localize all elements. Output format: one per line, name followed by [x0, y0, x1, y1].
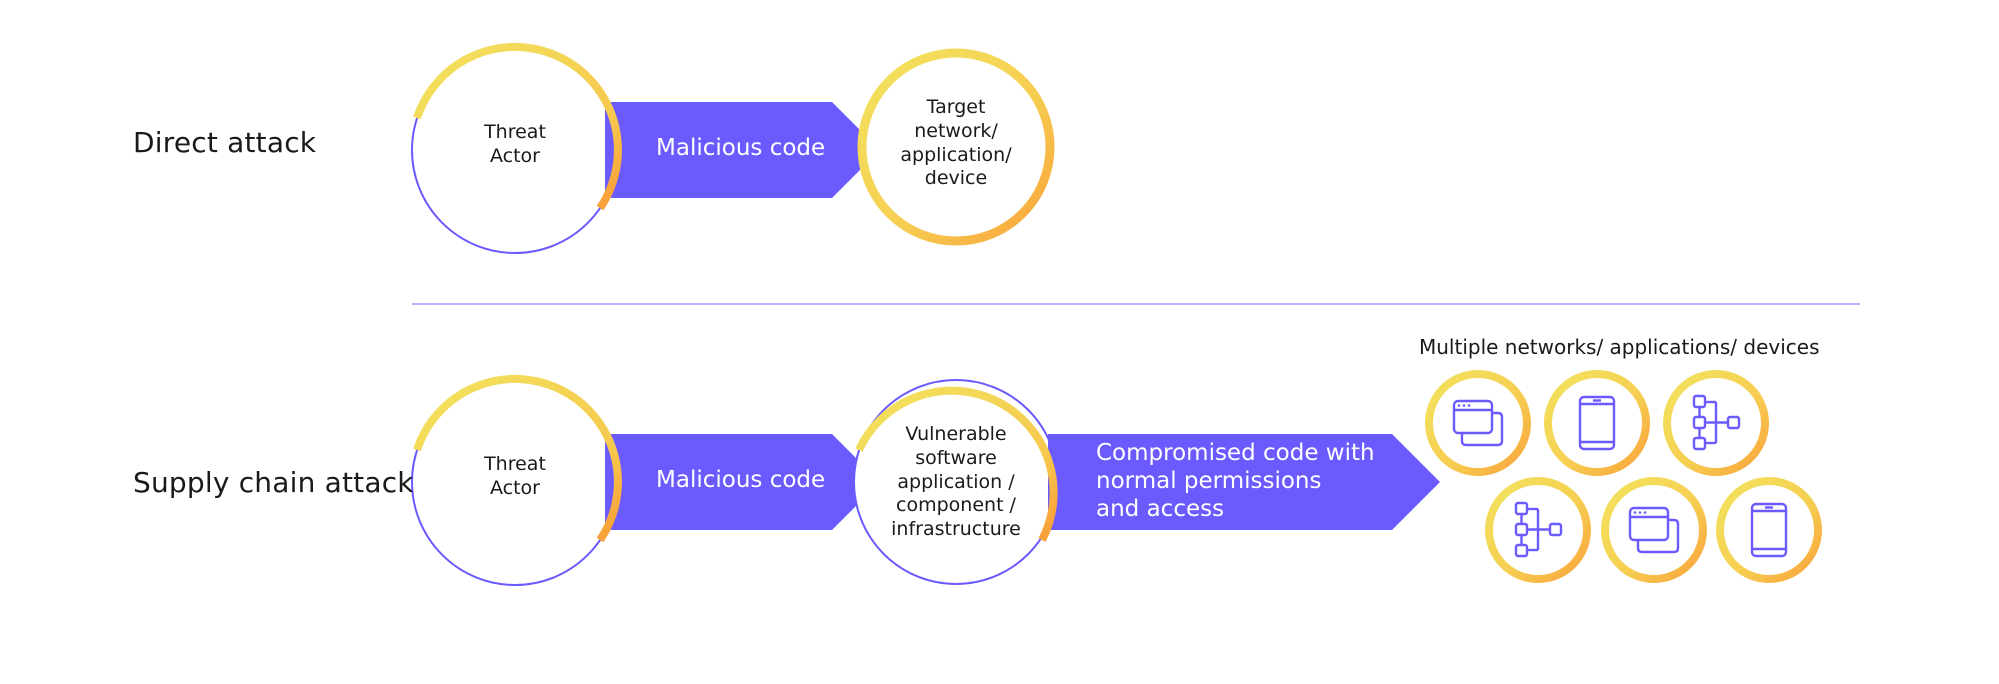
target-device-circle	[1601, 477, 1707, 583]
compromised-code-arrow	[1048, 434, 1440, 530]
malicious-code-arrow-label-supply: Malicious code	[656, 467, 826, 493]
malicious-code-arrow-direct	[605, 102, 880, 198]
threat-actor-ring-arc-direct	[413, 42, 622, 211]
malicious-code-arrow-supply	[605, 434, 880, 530]
threat-actor-label-direct: Threat Actor	[484, 121, 546, 167]
browser-window-icon	[1628, 506, 1680, 554]
mobile-device-icon	[1750, 502, 1788, 558]
direct-attack-label: Direct attack	[133, 126, 317, 159]
threat-actor-label-supply: Threat Actor	[484, 453, 546, 499]
network-tree-icon	[1514, 501, 1563, 558]
target-device-circle	[1716, 477, 1822, 583]
vulnerable-ring-arc	[855, 386, 1058, 542]
mobile-device-icon	[1578, 395, 1616, 451]
target-circle-label: Target network/ application/ device	[900, 96, 1012, 190]
compromised-code-arrow-label: Compromised code with normal permissions…	[1096, 440, 1375, 523]
network-tree-icon	[1692, 394, 1741, 451]
vulnerable-software-label: Vulnerable software application / compon…	[891, 423, 1021, 540]
supply-chain-attack-label: Supply chain attack	[133, 466, 414, 499]
target-device-circle	[1425, 370, 1531, 476]
threat-actor-ring-arc-supply	[413, 374, 622, 543]
browser-window-icon	[1452, 399, 1504, 447]
multiple-targets-label: Multiple networks/ applications/ devices	[1419, 335, 1820, 359]
malicious-code-arrow-label-direct: Malicious code	[656, 135, 826, 161]
target-device-circle	[1544, 370, 1650, 476]
target-circle-direct	[857, 48, 1055, 246]
